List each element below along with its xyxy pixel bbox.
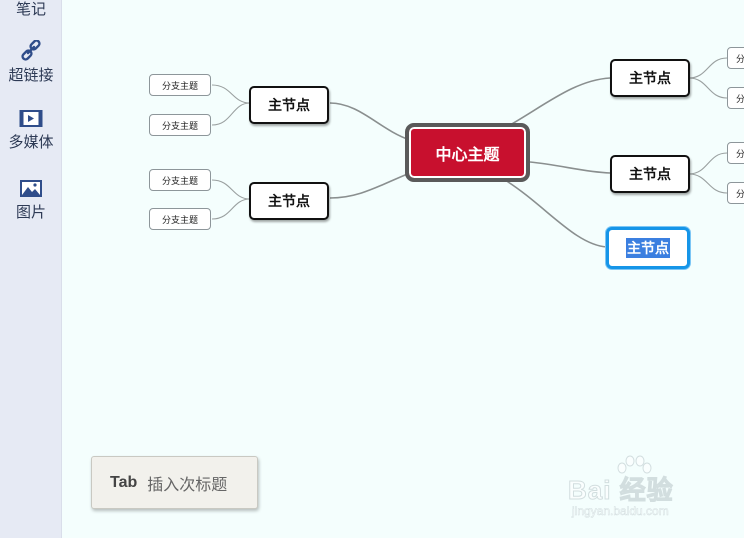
shortcut-hint: Tab 插入次标题 <box>91 456 258 509</box>
sidebar-item-image[interactable]: 图片 <box>0 179 62 221</box>
branch-node-label: 分支主题 <box>161 121 198 132</box>
central-topic-label: 中心主题 <box>435 144 500 164</box>
sidebar-item-label: 多媒体 <box>8 133 54 151</box>
branch-node[interactable]: 分 <box>727 142 744 164</box>
central-topic-node[interactable]: 中心主题 <box>405 123 530 182</box>
connector-line <box>688 77 728 99</box>
image-icon <box>20 180 42 197</box>
sidebar-item-multimedia[interactable]: 多媒体 <box>0 109 62 151</box>
main-node-label: 主节点 <box>629 71 671 87</box>
paw-icon <box>617 455 652 474</box>
branch-node-label: 分支主题 <box>161 176 198 187</box>
sidebar: 笔记 超链接 多媒体 <box>0 0 62 538</box>
connector-line <box>211 84 251 104</box>
sidebar-item-hyperlink[interactable]: 超链接 <box>0 40 62 84</box>
watermark-url: jingyan.baidu.com <box>572 504 669 519</box>
main-node-label-editing[interactable]: 主节点 <box>626 238 670 258</box>
branch-node-label: 分支主题 <box>161 81 198 92</box>
sidebar-item-label: 图片 <box>15 203 46 221</box>
branch-node-label: 分 <box>736 147 744 160</box>
connector-line <box>509 77 611 126</box>
branch-node-label: 分 <box>736 92 744 105</box>
main-node-left-top[interactable]: 主节点 <box>249 86 329 124</box>
branch-node[interactable]: 分支主题 <box>149 208 211 230</box>
watermark-text: Bai 经验 <box>568 475 674 506</box>
sidebar-item-label: 笔记 <box>15 0 46 18</box>
main-node-label: 主节点 <box>268 98 310 114</box>
shortcut-description: 插入次标题 <box>147 474 228 494</box>
connector-line <box>529 161 611 174</box>
branch-node[interactable]: 分支主题 <box>149 74 211 96</box>
main-node-right-middle[interactable]: 主节点 <box>610 155 690 193</box>
branch-node[interactable]: 分 <box>727 87 744 109</box>
branch-node-label: 分 <box>736 52 744 65</box>
main-node-right-bottom-selected[interactable]: 主节点 <box>606 227 690 269</box>
connector-line <box>211 102 251 126</box>
sidebar-item-note[interactable]: 笔记 <box>0 0 62 18</box>
branch-node-label: 分 <box>736 187 744 200</box>
main-node-left-bottom[interactable]: 主节点 <box>249 182 329 220</box>
film-icon <box>19 110 43 127</box>
main-node-label: 主节点 <box>629 167 671 183</box>
connector-line <box>688 57 728 79</box>
connector-line <box>688 152 728 175</box>
connector-line <box>688 173 728 194</box>
link-icon <box>21 40 41 61</box>
main-node-label: 主节点 <box>268 194 310 210</box>
main-node-right-top[interactable]: 主节点 <box>610 59 690 97</box>
branch-node[interactable]: 分支主题 <box>149 169 211 191</box>
connector-line <box>504 179 608 248</box>
branch-node[interactable]: 分 <box>727 47 744 69</box>
connector-line <box>211 179 251 200</box>
connector-line <box>211 198 251 220</box>
watermark: Bai 经验 jingyan.baidu.com <box>568 455 708 522</box>
branch-node-label: 分支主题 <box>161 215 198 226</box>
branch-node[interactable]: 分 <box>727 182 744 204</box>
connector-line <box>329 102 411 141</box>
sidebar-item-label: 超链接 <box>8 66 54 84</box>
branch-node[interactable]: 分支主题 <box>149 114 211 136</box>
shortcut-key: Tab <box>110 473 138 491</box>
connector-line <box>329 172 411 199</box>
